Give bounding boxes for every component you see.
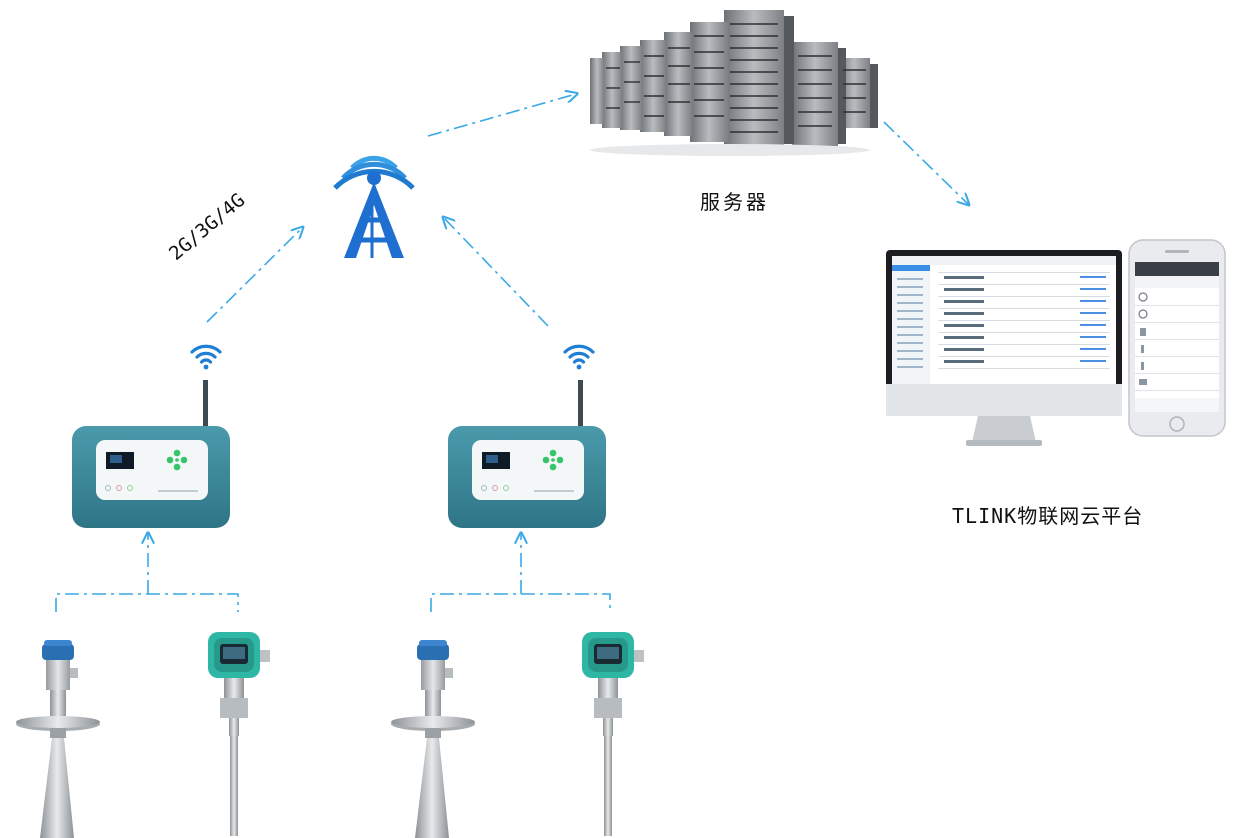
gateway-device-icon bbox=[447, 425, 607, 529]
wifi-icon bbox=[190, 344, 222, 371]
pressure-transmitter-icon bbox=[208, 632, 270, 836]
smartphone-icon bbox=[1128, 239, 1226, 437]
gateway-device-right bbox=[447, 344, 607, 529]
radar-level-sensor-icon bbox=[391, 640, 475, 838]
gateway-device-icon bbox=[71, 425, 231, 529]
link-tower-to-server bbox=[427, 94, 576, 137]
bus-left-sensors bbox=[55, 593, 239, 612]
link-gateway-right-to-tower bbox=[444, 218, 549, 327]
link-server-to-platform bbox=[883, 121, 968, 204]
gateway-device-left bbox=[71, 344, 231, 529]
monitor-icon bbox=[886, 250, 1122, 446]
pressure-transmitter-icon bbox=[582, 632, 644, 836]
bus-right-sensors bbox=[430, 593, 611, 612]
link-gateway-left-to-tower bbox=[206, 228, 302, 323]
server-label: 服务器 bbox=[700, 190, 769, 214]
server-rack-icon bbox=[590, 10, 878, 156]
radar-level-sensor-icon bbox=[16, 640, 100, 838]
wifi-icon bbox=[563, 344, 595, 371]
platform-label: TLINK物联网云平台 bbox=[952, 504, 1144, 528]
signal-tower-icon bbox=[333, 155, 415, 258]
